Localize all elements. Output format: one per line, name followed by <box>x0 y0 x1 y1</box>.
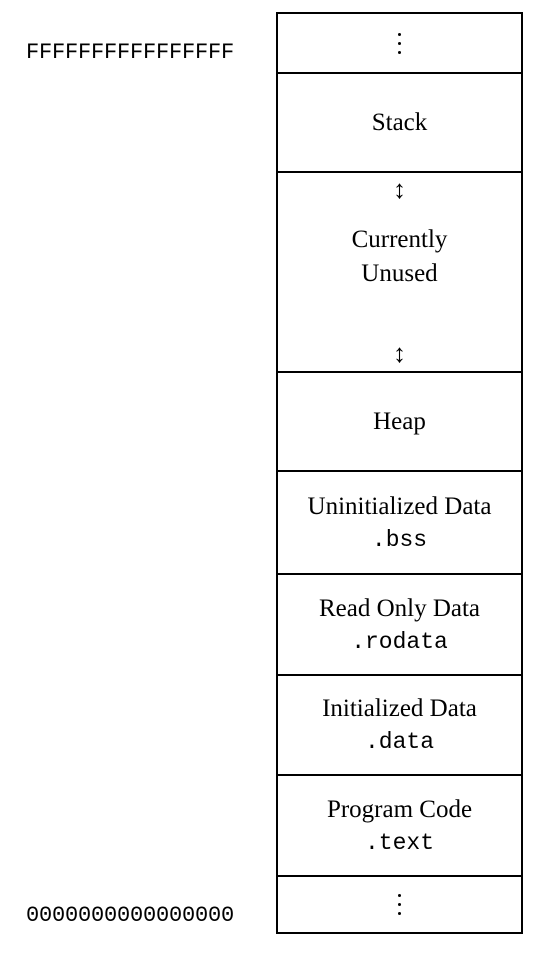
vertical-ellipsis-icon <box>398 891 401 918</box>
unused-label-line1: Currently <box>351 226 448 253</box>
text-section-name: .text <box>364 829 434 856</box>
stack-label: Stack <box>371 108 428 136</box>
bss-label: Uninitialized Data <box>307 492 492 520</box>
data-section-name: .data <box>364 729 434 755</box>
segment-top-ellipsis <box>278 14 521 74</box>
up-down-arrow-icon: ↕ <box>393 175 406 204</box>
address-high: FFFFFFFFFFFFFFFF <box>26 40 235 65</box>
segment-rodata: Read Only Data .rodata <box>278 575 521 676</box>
segment-text: Program Code .text <box>278 776 521 877</box>
data-label: Initialized Data <box>322 695 477 722</box>
memory-layout: Stack ↕ Currently Unused ↕ Heap Uninitia… <box>276 12 523 934</box>
unused-label-line2: Unused <box>361 260 438 287</box>
segment-stack: Stack <box>278 74 521 173</box>
segment-bss: Uninitialized Data .bss <box>278 472 521 575</box>
segment-bottom-ellipsis <box>278 877 521 932</box>
rodata-label: Read Only Data <box>318 594 481 622</box>
segment-heap: Heap <box>278 373 521 472</box>
address-low: 0000000000000000 <box>26 903 235 928</box>
up-down-arrow-icon: ↕ <box>393 339 406 368</box>
vertical-ellipsis-icon <box>398 30 401 57</box>
heap-label: Heap <box>373 407 426 435</box>
segment-data: Initialized Data .data <box>278 676 521 776</box>
segment-unused: ↕ Currently Unused ↕ <box>278 173 521 373</box>
text-label: Program Code <box>326 795 473 823</box>
rodata-section-name: .rodata <box>351 628 448 655</box>
bss-section-name: .bss <box>371 526 428 553</box>
